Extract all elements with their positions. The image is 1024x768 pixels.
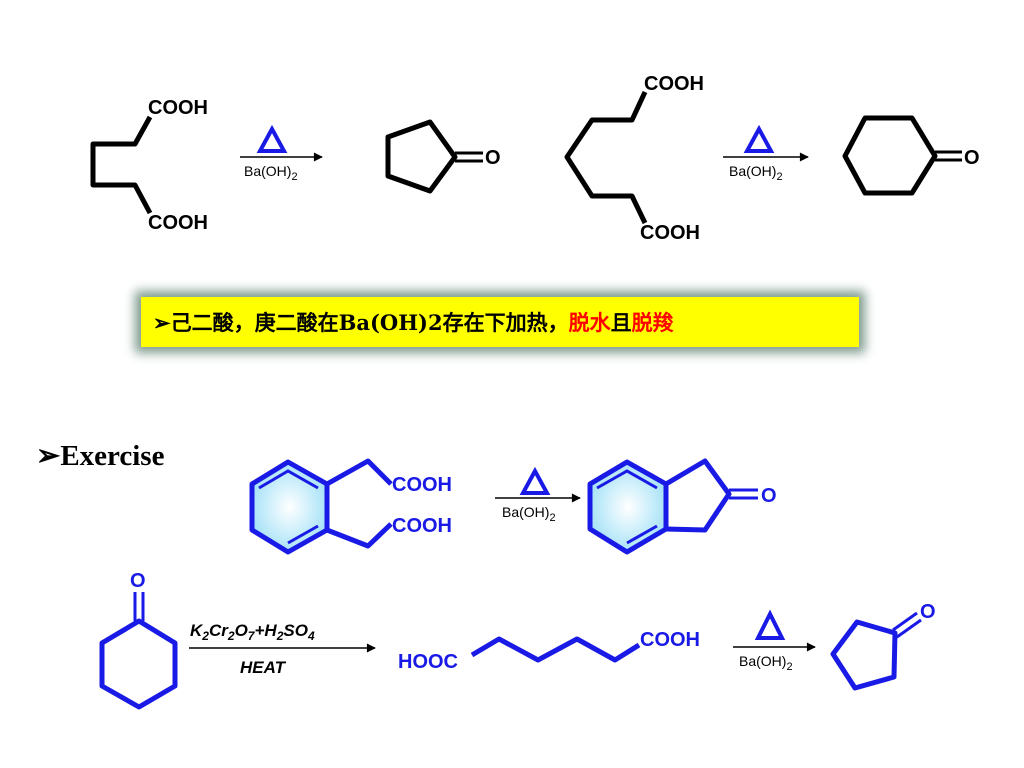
cyclohexanone-ring	[842, 115, 938, 196]
reaction-4: O K2Cr2O7+H2SO4 HEAT HOOC COOH Ba(OH)2 O	[99, 570, 936, 710]
product-carbonyl-bond-a	[892, 611, 918, 632]
reagent-label-2: Ba(OH)2	[729, 163, 783, 183]
note-bullet: ➢	[153, 310, 171, 335]
aromatic-inner-bond-product-b	[626, 524, 658, 545]
heat-triangle-3	[519, 466, 551, 495]
heat-triangle-2	[743, 124, 775, 153]
reagent-label-1: Ba(OH)2	[244, 163, 298, 183]
note-highlight-decarboxylation: 脱羧	[631, 310, 674, 335]
note-highlight-dehydration: 脱水	[568, 310, 611, 335]
oxidant-label: K2Cr2O7+H2SO4	[190, 621, 315, 643]
diacid-bottom-cooh: COOH	[392, 515, 452, 537]
exercise-heading: ➢Exercise	[36, 438, 164, 473]
note-main-text: 己二酸，庚二酸在Ba(OH)2存在下加热，	[170, 310, 569, 335]
indanone-five-ring	[664, 458, 732, 533]
aromatic-inner-bonds-start	[258, 469, 319, 490]
reagent-label-4: Ba(OH)2	[739, 653, 793, 673]
note-box: ➢己二酸，庚二酸在Ba(OH)2存在下加热，脱水且脱羧	[141, 297, 859, 347]
benzene-ring-start	[249, 459, 330, 555]
heat-condition-label: HEAT	[240, 658, 287, 677]
pimelic-acid-chain	[564, 90, 648, 225]
diacid-top-cooh: COOH	[392, 474, 452, 496]
cyclopentanone-ring-1	[385, 119, 458, 194]
reagent-label-3: Ba(OH)2	[502, 504, 556, 524]
note-text: ➢己二酸，庚二酸在Ba(OH)2存在下加热，脱水且脱羧	[141, 307, 674, 337]
heat-triangle-1	[256, 124, 288, 153]
adipic-top-cooh: COOH	[148, 97, 208, 119]
pimelic-bottom-cooh: COOH	[640, 222, 700, 244]
reaction-1: COOH COOH Ba(OH)2 O	[90, 97, 501, 234]
product-cyclopentanone-ring	[830, 619, 898, 691]
adipic-chain-blue	[470, 636, 641, 663]
reaction-3: COOH COOH Ba(OH)2 O	[249, 458, 777, 555]
product-carbonyl-oxygen: O	[920, 601, 936, 623]
carbonyl-oxygen-3: O	[761, 485, 777, 507]
benzene-ring-product	[587, 459, 669, 555]
carbonyl-oxygen-2: O	[964, 147, 980, 169]
pimelic-top-cooh: COOH	[644, 73, 704, 95]
diacid-right-cooh: COOH	[640, 629, 700, 651]
start-carbonyl-oxygen: O	[130, 570, 146, 592]
note-connector: 且	[610, 310, 632, 335]
side-chain-top	[325, 458, 393, 487]
start-cyclohexanone-ring	[99, 618, 178, 710]
aromatic-inner-bond-start-b	[287, 524, 319, 545]
aromatic-inner-bonds-product	[596, 469, 658, 490]
exercise-bullet: ➢	[36, 440, 61, 472]
product-carbonyl-bond-b	[896, 618, 922, 639]
exercise-title: Exercise	[60, 440, 165, 472]
carbonyl-oxygen-1: O	[485, 147, 501, 169]
heat-triangle-4	[754, 609, 786, 640]
reaction-2: COOH COOH Ba(OH)2 O	[564, 73, 980, 244]
diacid-left-hooc: HOOC	[398, 651, 458, 673]
adipic-bottom-cooh: COOH	[148, 212, 208, 234]
side-chain-bottom	[326, 522, 393, 549]
adipic-acid-chain	[90, 115, 153, 215]
